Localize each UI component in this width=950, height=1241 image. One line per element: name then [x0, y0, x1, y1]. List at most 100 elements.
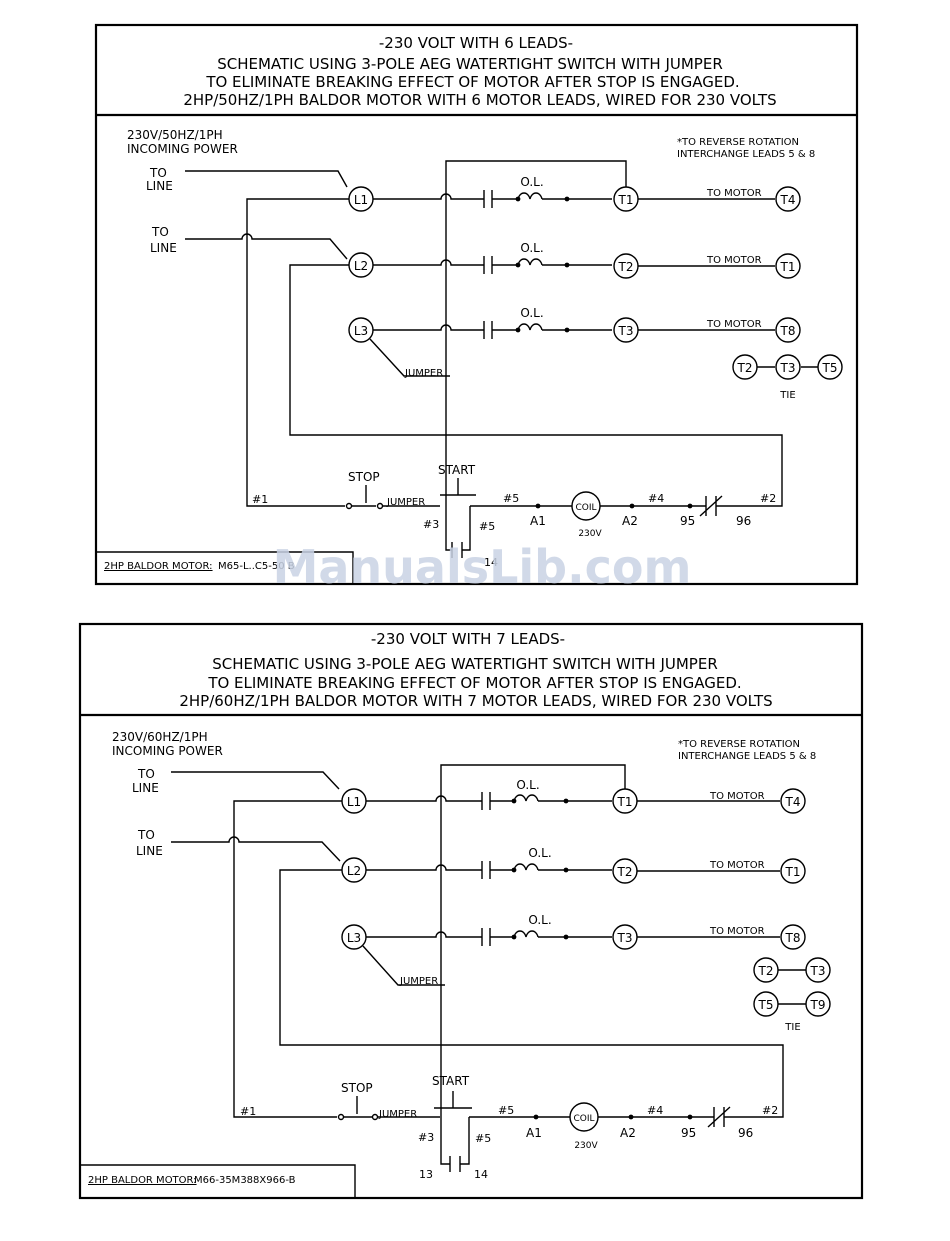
- jumper-label: JUMPER: [404, 368, 443, 379]
- svg-text:T1: T1: [780, 260, 796, 274]
- diagram-title: -230 VOLT WITH 7 LEADS-: [371, 630, 565, 648]
- coil-symbol: [569, 1102, 599, 1132]
- svg-text:T8: T8: [785, 931, 801, 945]
- overload-1: [517, 192, 543, 200]
- tie-pair1-a: [753, 957, 779, 983]
- header-line-1: SCHEMATIC USING 3-POLE AEG WATERTIGHT SW…: [217, 55, 723, 73]
- jumper-top: [445, 160, 627, 199]
- to-motor-label-1: TO MOTOR: [706, 188, 762, 199]
- to-motor-lines: [638, 198, 775, 331]
- phase-3-line: [366, 931, 612, 938]
- svg-text:T4: T4: [785, 795, 801, 809]
- a2-label: A2: [622, 514, 638, 528]
- to-line-1-to: TO: [149, 166, 167, 180]
- wire-2-label: #2: [762, 1104, 778, 1117]
- control-jumper-label: JUMPER: [378, 1109, 417, 1120]
- l2-label: L2: [354, 259, 368, 273]
- c95-label: 95: [681, 1126, 696, 1140]
- header-line-3: 2HP/50HZ/1PH BALDOR MOTOR WITH 6 MOTOR L…: [183, 91, 776, 109]
- to-motor-label-2: TO MOTOR: [709, 860, 765, 871]
- l3-label: L3: [354, 324, 368, 338]
- phase-1-line: [366, 795, 612, 802]
- tie-lead-1: [732, 354, 758, 380]
- svg-text:T2: T2: [737, 361, 753, 375]
- watermark: ManualsLib.com: [273, 540, 692, 594]
- wire-3-label: #3: [423, 518, 439, 531]
- overload-3: [513, 930, 539, 938]
- c95-label: 95: [680, 514, 695, 528]
- tie-lead-2: [775, 354, 801, 380]
- reverse-note-1: *TO REVERSE ROTATION: [678, 739, 800, 750]
- svg-text:T3: T3: [617, 931, 633, 945]
- header-line-2: TO ELIMINATE BREAKING EFFECT OF MOTOR AF…: [207, 674, 741, 692]
- diagram-7-leads: -230 VOLT WITH 7 LEADS- SCHEMATIC USING …: [78, 622, 864, 1200]
- ol-label-3: O.L.: [520, 306, 543, 320]
- phase-2-line: [366, 864, 612, 871]
- wire-4-label: #4: [648, 492, 664, 505]
- svg-text:L1: L1: [347, 795, 361, 809]
- start-label: START: [438, 463, 476, 477]
- motor-lead-1: [780, 788, 806, 814]
- coil-voltage: 230V: [574, 1141, 598, 1151]
- wire-1-label: #1: [240, 1105, 256, 1118]
- header-line-1: SCHEMATIC USING 3-POLE AEG WATERTIGHT SW…: [212, 655, 718, 673]
- to-line-2-to: TO: [151, 225, 169, 239]
- overload-3: [517, 323, 543, 331]
- start-branch: [445, 455, 471, 551]
- ol-label-2: O.L.: [528, 846, 551, 860]
- footer-model: M66-35M388X966-B: [194, 1175, 296, 1186]
- footer-box: [80, 1164, 356, 1198]
- jumper-l3: [362, 945, 445, 986]
- motor-lead-1: [775, 186, 801, 212]
- svg-text:T8: T8: [780, 324, 796, 338]
- line-1-wire: [185, 170, 348, 188]
- start-branch: [440, 985, 470, 1165]
- coil-label: COIL: [575, 503, 596, 513]
- to-line-1-line: LINE: [146, 179, 173, 193]
- svg-text:T4: T4: [780, 193, 796, 207]
- ol-label-1: O.L.: [516, 778, 539, 792]
- diagram-6-leads: -230 VOLT WITH 6 LEADS- SCHEMATIC USING …: [94, 23, 859, 594]
- diagram-frame: [94, 23, 859, 586]
- stop-label: STOP: [348, 470, 380, 484]
- overload-2: [517, 258, 543, 266]
- main-contacts: [483, 190, 493, 339]
- reverse-note-1: *TO REVERSE ROTATION: [677, 137, 799, 148]
- svg-text:T2: T2: [758, 964, 774, 978]
- tie-label: TIE: [784, 1022, 800, 1033]
- jumper-label: JUMPER: [399, 976, 438, 987]
- svg-text:T5: T5: [822, 361, 838, 375]
- svg-text:T3: T3: [780, 361, 796, 375]
- to-motor-label-1: TO MOTOR: [709, 791, 765, 802]
- to-motor-lines: [637, 800, 780, 938]
- line-1-wire: [171, 771, 340, 790]
- wire-5-label: #5: [498, 1104, 514, 1117]
- ol-contact: [707, 1106, 731, 1128]
- diagram-frame: [78, 622, 864, 1200]
- c13-label: 13: [419, 1168, 433, 1181]
- incoming-power-label: INCOMING POWER: [112, 744, 223, 758]
- ol-label-3: O.L.: [528, 913, 551, 927]
- to-line-2-to: TO: [137, 828, 155, 842]
- coil-symbol: [571, 491, 601, 521]
- svg-text:T1: T1: [785, 865, 801, 879]
- a1-label: A1: [526, 1126, 542, 1140]
- svg-text:T3: T3: [618, 324, 634, 338]
- footer-model: M65-L..C5-50 B: [218, 561, 295, 572]
- tie-lines: [778, 969, 806, 1005]
- c96-label: 96: [736, 514, 751, 528]
- coil-label: COIL: [573, 1114, 594, 1124]
- jumper-top: [440, 764, 626, 801]
- start-pushbutton: [440, 478, 476, 496]
- to-line-1-line: LINE: [132, 781, 159, 795]
- diagram-title: -230 VOLT WITH 6 LEADS-: [379, 34, 573, 52]
- wire-1-label: #1: [252, 493, 268, 506]
- ol-label-1: O.L.: [520, 175, 543, 189]
- start-pushbutton: [434, 1091, 472, 1109]
- coil-voltage: 230V: [578, 529, 602, 539]
- reverse-note-2: INTERCHANGE LEADS 5 & 8: [678, 751, 816, 762]
- tie-pair2-a: [753, 991, 779, 1017]
- svg-text:T1: T1: [617, 795, 633, 809]
- header-line-3: 2HP/60HZ/1PH BALDOR MOTOR WITH 7 MOTOR L…: [179, 692, 772, 710]
- footer-box: [96, 551, 354, 584]
